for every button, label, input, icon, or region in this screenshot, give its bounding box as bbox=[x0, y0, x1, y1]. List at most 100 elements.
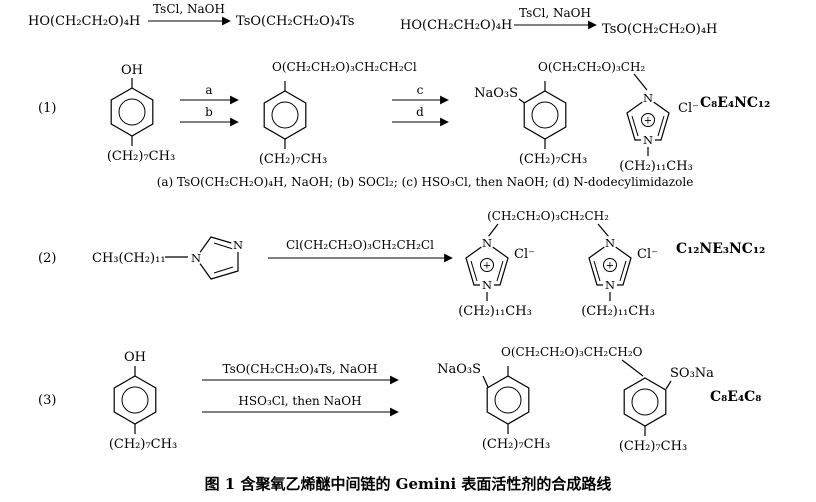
nitrogen-mask bbox=[603, 236, 617, 250]
chloride-ion: Cl⁻ bbox=[514, 247, 535, 262]
reactant-formula: HO(CH₂CH₂O)₄H bbox=[28, 14, 140, 29]
double-bond-tick bbox=[593, 260, 601, 282]
nitrogen-label: N bbox=[233, 238, 243, 252]
alkyl-tail-label: (CH₂)₇CH₃ bbox=[109, 437, 177, 452]
reaction-number: (2) bbox=[38, 251, 56, 266]
bridge-chain-label: O(CH₂CH₂O)₃CH₂CH₂O bbox=[501, 345, 643, 359]
reaction-2: (2) CH₃(CH₂)₁₁ N N Cl(CH₂CH₂O)₃CH₂CH₂Cl … bbox=[38, 209, 765, 319]
step1-conditions: TsO(CH₂CH₂O)₄Ts, NaOH bbox=[223, 362, 378, 376]
nitrogen-mask bbox=[641, 91, 655, 105]
product-code: C₁₂NE₃NC₁₂ bbox=[676, 241, 765, 257]
reaction-number: (3) bbox=[38, 393, 56, 408]
nitrogen-label: N bbox=[191, 251, 201, 265]
nitrogen-label: N bbox=[643, 133, 653, 147]
reaction-conditions: Cl(CH₂CH₂O)₃CH₂CH₂Cl bbox=[286, 238, 434, 252]
plus-charge-circle bbox=[641, 113, 655, 127]
aromatic-circle bbox=[121, 386, 149, 414]
aromatic-circle bbox=[494, 386, 522, 414]
nitrogen-label: N bbox=[643, 91, 653, 105]
double-bond-tick bbox=[657, 115, 665, 137]
double-bond-tick bbox=[470, 260, 478, 282]
step-arrows-cd: c d bbox=[392, 83, 449, 127]
sulfonate-label: SO₃Na bbox=[670, 366, 714, 381]
nitrogen-mask bbox=[480, 278, 494, 292]
reaction-conditions: TsCl, NaOH bbox=[153, 2, 225, 16]
nitrogen-label: N bbox=[605, 236, 615, 250]
intermediate-structure: O(CH₂CH₂O)₃CH₂CH₂Cl (CH₂)₇CH₃ bbox=[259, 60, 417, 167]
double-bond-tick bbox=[619, 260, 627, 282]
phenol-structure: OH (CH₂)₇CH₃ bbox=[109, 350, 177, 452]
imidazolium-ring-left: N N + bbox=[465, 236, 509, 292]
aromatic-circle bbox=[631, 388, 659, 416]
reaction-conditions: TsCl, NaOH bbox=[519, 6, 591, 20]
hydroxyl-label: OH bbox=[121, 63, 143, 78]
ether-chain-label: O(CH₂CH₂O)₃CH₂ bbox=[538, 60, 645, 74]
benzene-ring bbox=[523, 90, 567, 140]
figure-caption: 图 1 含聚氧乙烯醚中间链的 Gemini 表面活性剂的合成路线 bbox=[205, 475, 612, 493]
double-bond-tick bbox=[631, 115, 639, 137]
phenol-structure: OH (CH₂)₇CH₃ bbox=[107, 63, 175, 164]
step-d-label: d bbox=[416, 105, 424, 119]
bond bbox=[487, 223, 499, 238]
nitrogen-mask bbox=[231, 238, 245, 252]
product-formula: TsO(CH₂CH₂O)₄Ts bbox=[236, 14, 354, 29]
step-c-label: c bbox=[417, 83, 424, 97]
alkyl-tail-label: (CH₂)₇CH₃ bbox=[619, 439, 687, 454]
step2-conditions: HSO₃Cl, then NaOH bbox=[238, 394, 361, 408]
nitrogen-mask bbox=[641, 133, 655, 147]
benzene-ring bbox=[110, 87, 154, 137]
nitrogen-label: N bbox=[482, 236, 492, 250]
reaction-number: (1) bbox=[38, 101, 56, 116]
double-bond-tick bbox=[213, 266, 234, 274]
aromatic-circle bbox=[271, 101, 299, 129]
nitrogen-mask bbox=[603, 278, 617, 292]
step-a-label: a bbox=[205, 83, 212, 97]
alkyl-tail-label: (CH₂)₇CH₃ bbox=[482, 437, 550, 452]
product-code: C₈E₄C₈ bbox=[710, 389, 761, 405]
benzene-ring bbox=[486, 375, 530, 425]
reaction-3: (3) OH (CH₂)₇CH₃ TsO(CH₂CH₂O)₄Ts, NaOH H… bbox=[38, 345, 761, 454]
benzene-ring bbox=[623, 377, 667, 427]
bridge-chain-label: (CH₂CH₂O)₃CH₂CH₂ bbox=[487, 209, 609, 223]
bond bbox=[597, 223, 610, 238]
ether-chain-label: O(CH₂CH₂O)₃CH₂CH₂Cl bbox=[272, 60, 417, 74]
step-arrows: TsO(CH₂CH₂O)₄Ts, NaOH HSO₃Cl, then NaOH bbox=[202, 362, 399, 417]
alkyl-tail-label: (CH₂)₁₁CH₃ bbox=[581, 304, 655, 319]
gemini-sulfonate-product: NaO₃S O(CH₂CH₂O)₃CH₂CH₂O (CH₂)₇CH₃ SO₃Na… bbox=[437, 345, 714, 454]
plus-charge-circle bbox=[480, 258, 494, 272]
double-bond-tick bbox=[213, 242, 234, 250]
bond bbox=[665, 380, 672, 390]
product-code: C₈E₄NC₁₂ bbox=[700, 95, 770, 111]
bond bbox=[633, 73, 648, 91]
plus-charge: + bbox=[644, 116, 652, 127]
footnote: (a) TsO(CH₂CH₂O)₄H, NaOH; (b) SOCl₂; (c)… bbox=[157, 175, 694, 189]
gemini-imidazolium-product: (CH₂CH₂O)₃CH₂CH₂ N N + Cl⁻ (CH₂)₁₁CH₃ bbox=[458, 209, 658, 319]
alkyl-chain-label: CH₃(CH₂)₁₁ bbox=[92, 251, 166, 266]
plus-charge: + bbox=[606, 261, 614, 272]
sulfonate-label: NaO₃S bbox=[474, 86, 518, 101]
reactant-formula: HO(CH₂CH₂O)₄H bbox=[400, 18, 512, 33]
imidazolium-ring-right: N N + bbox=[588, 236, 632, 292]
tosylation-right: HO(CH₂CH₂O)₄H TsCl, NaOH TsO(CH₂CH₂O)₄H bbox=[400, 6, 717, 37]
aromatic-circle bbox=[118, 98, 146, 126]
tosylation-left: HO(CH₂CH₂O)₄H TsCl, NaOH TsO(CH₂CH₂O)₄Ts bbox=[28, 2, 354, 29]
chloride-ion: Cl⁻ bbox=[678, 101, 699, 116]
step-b-label: b bbox=[205, 105, 213, 119]
benzene-ring bbox=[113, 375, 157, 425]
nitrogen-label: N bbox=[482, 278, 492, 292]
imidazolium-ring: N N + bbox=[626, 91, 670, 147]
alkyl-tail-label: (CH₂)₇CH₃ bbox=[259, 152, 327, 167]
nitrogen-mask bbox=[480, 236, 494, 250]
imidazole-ring-outline bbox=[195, 236, 239, 280]
aromatic-circle bbox=[531, 101, 559, 129]
bond bbox=[518, 98, 525, 104]
reaction-1: (1) OH (CH₂)₇CH₃ a b O(CH₂CH₂O)₃CH₂CH₂Cl… bbox=[38, 60, 770, 189]
sulfonate-label: NaO₃S bbox=[437, 362, 481, 377]
product-formula: TsO(CH₂CH₂O)₄H bbox=[602, 22, 717, 37]
plus-charge-circle bbox=[603, 258, 617, 272]
nitrogen-label: N bbox=[605, 278, 615, 292]
alkyl-tail-label: (CH₂)₁₁CH₃ bbox=[458, 304, 532, 319]
product-structure: NaO₃S O(CH₂CH₂O)₃CH₂ (CH₂)₇CH₃ N N + Cl⁻ bbox=[474, 60, 699, 174]
